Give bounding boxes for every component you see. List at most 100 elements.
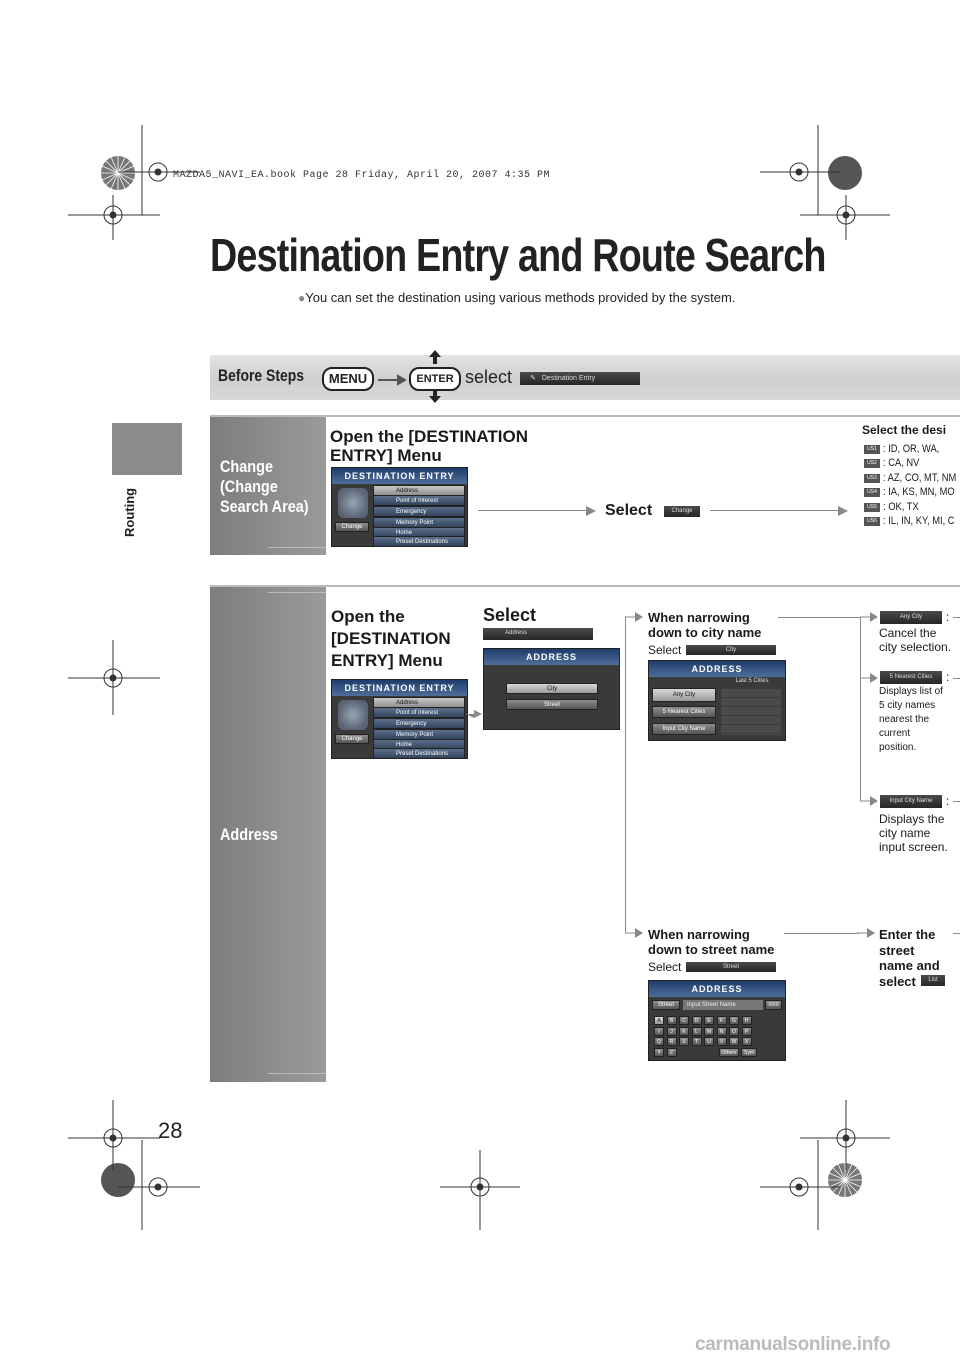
- zone-chip: US6: [864, 517, 880, 526]
- keyboard-key: O: [729, 1026, 739, 1036]
- keyboard-key: V: [716, 1037, 727, 1046]
- street-branch-heading: When narrowing down to street name: [648, 927, 775, 957]
- menu-item-poi: Point of Interest: [373, 495, 465, 506]
- city-address-screen: ADDRESS Last 5 Cities Any City 5 Nearest…: [648, 660, 786, 741]
- colon: :: [946, 794, 950, 808]
- address-step2-text: Select: [483, 605, 537, 625]
- destination-entry-chip: ✎Destination Entry: [520, 372, 640, 385]
- destination-entry-screen: DESTINATION ENTRY Change Address Point o…: [331, 679, 468, 759]
- menu-item-preset: Preset Destinations: [373, 748, 465, 758]
- select-text: select: [465, 367, 513, 387]
- city-select-text: Select: [648, 643, 682, 657]
- keyboard-key: N: [716, 1026, 727, 1036]
- street-name-input: Input Street Name: [683, 1000, 763, 1010]
- registration-mark-sunburst: [100, 155, 136, 191]
- keyboard-key: Z: [666, 1047, 677, 1057]
- arrow-right-icon: [586, 506, 596, 516]
- keyboard-key: T: [691, 1037, 702, 1046]
- divider: [268, 1073, 326, 1074]
- before-steps-label: Before Steps: [218, 366, 304, 385]
- flow-line: [953, 617, 960, 618]
- flow-line: [784, 933, 859, 934]
- flow-line: [710, 510, 840, 511]
- keyboard-key: X: [741, 1037, 752, 1046]
- page-title: Destination Entry and Route Search: [210, 229, 826, 281]
- list-button: ≡≡≡: [765, 1000, 782, 1010]
- destination-entry-screen: DESTINATION ENTRY Change Address Point o…: [331, 467, 468, 547]
- flow-line: [953, 678, 960, 679]
- keyboard-key: E: [704, 1016, 714, 1025]
- zone-chip: US2: [864, 459, 880, 469]
- keyboard-key: P: [741, 1026, 752, 1036]
- registration-mark-solid: [100, 1162, 136, 1198]
- arrow-right-icon: [857, 928, 875, 938]
- bullet-icon: ●: [298, 291, 306, 305]
- section-tab-block: [112, 423, 182, 475]
- city-button: City: [506, 683, 598, 694]
- flow-line: [953, 801, 960, 802]
- select-zone-heading: Select the desi: [862, 423, 947, 437]
- pen-icon: ✎: [530, 375, 536, 382]
- section-tab-label: Routing: [122, 487, 137, 537]
- keyboard-key: H: [741, 1016, 752, 1025]
- flow-line: [953, 933, 960, 934]
- keyboard-key: W: [729, 1037, 739, 1046]
- menu-item-emergency: Emergency: [373, 506, 465, 517]
- nearest-cities-chip: 5 Nearest Cities: [880, 671, 942, 684]
- arrow-right-icon: [838, 506, 848, 516]
- page-subtitle: ●You can set the destination using vario…: [298, 290, 736, 305]
- divider: [268, 592, 326, 593]
- screen-title: DESTINATION ENTRY: [332, 468, 467, 484]
- keyboard-key: M: [704, 1026, 714, 1036]
- screen-title: ADDRESS: [484, 649, 619, 665]
- arrow-right-icon: [466, 710, 482, 718]
- change-panel-label: Change (Change Search Area): [220, 457, 309, 516]
- zone-chip: US5: [864, 502, 880, 512]
- change-button: Change: [335, 522, 369, 532]
- keyboard-key: F: [716, 1016, 727, 1025]
- keyboard-key: K: [679, 1026, 689, 1036]
- input-city-button: Input City Name: [652, 723, 716, 735]
- menu-item-poi: Point of Interest: [373, 707, 465, 718]
- arrow-right-icon: [860, 673, 878, 683]
- screen-title: ADDRESS: [649, 981, 785, 997]
- arrow-up-icon: [429, 350, 441, 364]
- map-thumbnail: [338, 700, 368, 730]
- footer-url: carmanualsonline.info: [695, 1334, 891, 1355]
- arrow-right-icon: [378, 374, 406, 386]
- nearest-cities-button: 5 Nearest Cities: [652, 706, 716, 718]
- change-panel: Change (Change Search Area): [210, 415, 960, 555]
- registration-mark-sunburst: [827, 1162, 863, 1198]
- keyboard-key: D: [691, 1016, 702, 1025]
- keyboard-key: G: [729, 1016, 739, 1025]
- last-cities-label: Last 5 Cities: [735, 678, 769, 684]
- keyboard-key: R: [666, 1037, 677, 1046]
- street-chip: Street: [686, 962, 776, 972]
- any-city-chip: Any City: [880, 611, 942, 624]
- city-chip: City: [686, 645, 776, 655]
- input-city-desc: Displays the city name input screen.: [879, 812, 948, 854]
- any-city-button: Any City: [652, 688, 716, 702]
- flow-line: [778, 617, 860, 618]
- branch-line: [860, 617, 861, 801]
- address-chip: Address: [483, 628, 593, 640]
- zone-states: : IL, IN, KY, MI, C: [883, 515, 955, 527]
- city-list: [721, 689, 781, 735]
- street-mode-button: Street: [652, 1000, 680, 1010]
- menu-item-emergency: Emergency: [373, 718, 465, 729]
- arrow-down-icon: [429, 389, 441, 403]
- menu-key: MENU: [322, 367, 374, 391]
- print-slug: MAZDA5_NAVI_EA.book Page 28 Friday, Apri…: [173, 170, 551, 181]
- arrow-right-icon: [860, 796, 878, 806]
- page-number: 28: [158, 1118, 183, 1143]
- address-screen: ADDRESS City Street: [483, 648, 620, 730]
- arrow-right-icon: [625, 928, 643, 938]
- zone-chip: US1: [864, 445, 880, 454]
- keyboard-key: S: [679, 1037, 689, 1046]
- change-step1-text: Open the [DESTINATION ENTRY] Menu: [330, 427, 529, 465]
- list-chip: List: [921, 975, 945, 986]
- keyboard-key: U: [704, 1037, 714, 1046]
- street-select-text: Select: [648, 960, 682, 974]
- address-panel-label-bg: [210, 587, 326, 1082]
